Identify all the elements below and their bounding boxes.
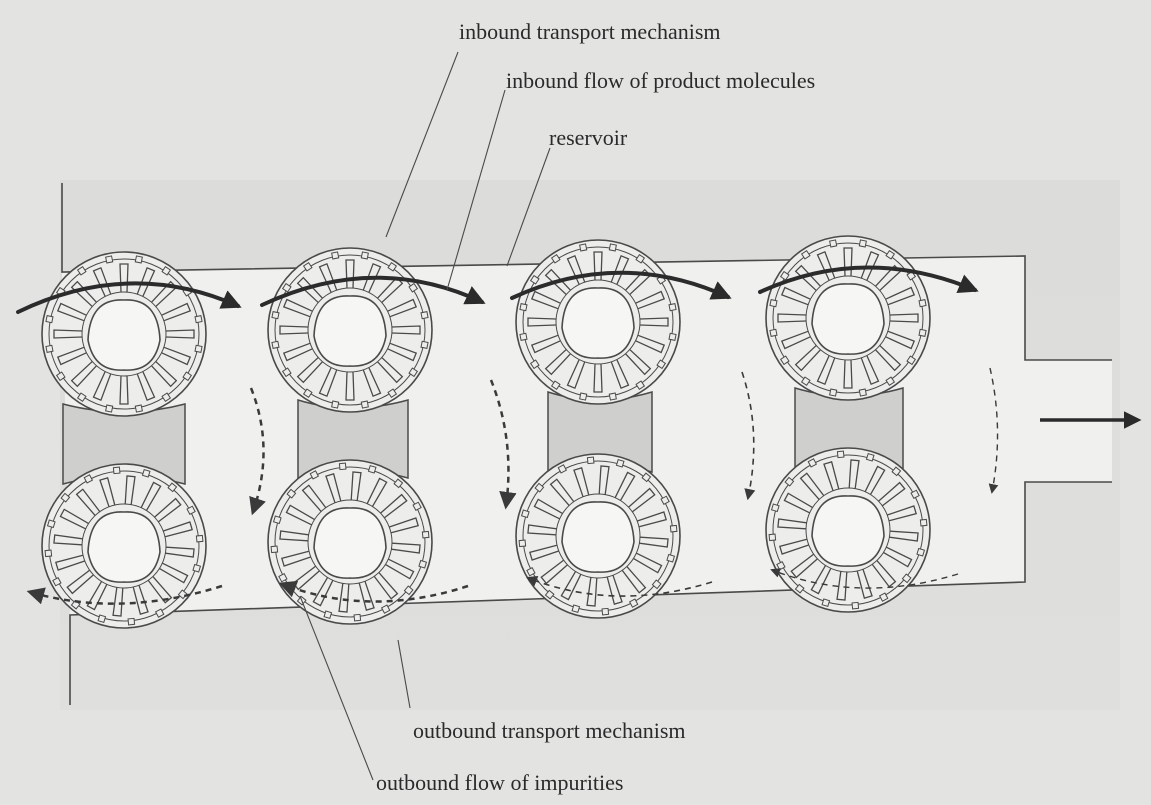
out-arrow-3 — [525, 576, 713, 597]
rotor — [267, 247, 433, 413]
rotor — [515, 239, 681, 405]
label-reservoir: reservoir — [549, 125, 628, 150]
inbound-arrow-1 — [16, 281, 242, 314]
dashed-downward-arrows — [249, 367, 999, 516]
down-arrow-1 — [249, 387, 266, 516]
inbound-arrows — [16, 265, 979, 314]
leader-outbound-mechanism — [397, 639, 411, 709]
out-arrow-1 — [26, 584, 223, 605]
down-arrow-2 — [489, 379, 517, 510]
down-arrow-4 — [988, 367, 999, 494]
rotor — [515, 453, 681, 619]
down-arrow-3 — [741, 371, 756, 501]
reservoir-walls — [61, 183, 1112, 705]
rotor — [41, 463, 207, 629]
leader-lines — [299, 51, 551, 781]
leader-inbound-flow — [446, 89, 506, 291]
rotor — [267, 459, 433, 625]
leader-inbound-mechanism — [385, 51, 459, 238]
label-inbound-flow: inbound flow of product molecules — [506, 68, 816, 93]
inbound-arrow-2 — [260, 275, 486, 307]
out-arrow-2 — [278, 580, 469, 603]
rotor — [765, 235, 931, 401]
out-arrow-4 — [770, 568, 959, 589]
rotor — [41, 251, 207, 417]
leader-outbound-flow — [299, 595, 374, 781]
inbound-arrow-3 — [510, 270, 732, 300]
label-outbound-transport-mechanism: outbound transport mechanism — [413, 718, 686, 743]
rotor — [765, 447, 931, 613]
dashed-outbound-arrows — [26, 568, 959, 605]
leader-reservoir — [506, 147, 551, 267]
inbound-arrow-4 — [758, 265, 979, 294]
label-outbound-flow: outbound flow of impurities — [376, 770, 624, 795]
label-inbound-transport-mechanism: inbound transport mechanism — [459, 19, 721, 44]
